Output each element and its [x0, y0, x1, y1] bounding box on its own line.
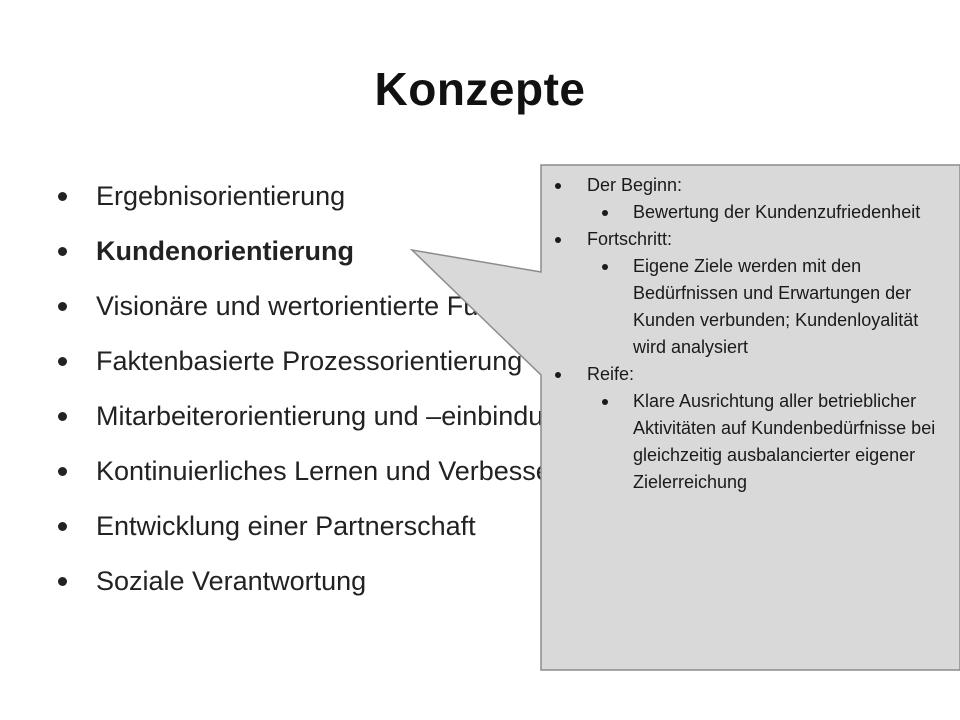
- slide-title: Konzepte: [374, 63, 586, 115]
- bullet-icon: [58, 467, 67, 476]
- bullet-icon: [58, 302, 67, 311]
- list-item-label: Kundenorientierung: [96, 236, 354, 266]
- callout-box: Der Beginn: Bewertung der Kundenzufriede…: [543, 172, 953, 662]
- stage-label: Reife:: [587, 364, 635, 384]
- list-item: Faktenbasierte Prozessorientierung: [58, 341, 605, 396]
- list-item-label: Entwicklung einer Partnerschaft: [96, 511, 476, 541]
- stage-detail-text: Klare Ausrichtung aller betrieblicher Ak…: [633, 391, 936, 492]
- bullet-icon: [58, 522, 67, 531]
- callout-stage-maturity: Reife:: [543, 361, 953, 388]
- bullet-icon: [58, 247, 67, 256]
- bullet-icon: [58, 577, 67, 586]
- stage-detail-text: Bewertung der Kundenzufriedenheit: [633, 202, 921, 222]
- callout-bubble: [409, 164, 960, 671]
- bullet-icon: [555, 183, 561, 189]
- callout-stage-detail: Klare Ausrichtung aller betrieblicher Ak…: [543, 388, 953, 496]
- bullet-icon: [58, 412, 67, 421]
- bullet-icon: [58, 192, 67, 201]
- bullet-icon: [58, 357, 67, 366]
- stage-label: Fortschritt:: [587, 229, 673, 249]
- list-item-label: Ergebnisorientierung: [96, 181, 346, 211]
- list-item-label: Soziale Verantwortung: [96, 566, 367, 596]
- list-item: Kontinuierliches Lernen und Verbesserung: [58, 451, 605, 506]
- list-item-label: Faktenbasierte Prozessorientierung: [96, 346, 523, 376]
- bullet-icon: [602, 399, 608, 405]
- bullet-icon: [602, 264, 608, 270]
- callout-stage-detail: Eigene Ziele werden mit den Bedürfnissen…: [543, 253, 953, 361]
- bullet-icon: [602, 210, 608, 216]
- list-item-label: Kontinuierliches Lernen und Verbesserung: [96, 456, 605, 486]
- stage-detail-text: Eigene Ziele werden mit den Bedürfnissen…: [633, 256, 919, 357]
- bullet-icon: [555, 237, 561, 243]
- bullet-icon: [555, 372, 561, 378]
- callout-stage-detail: Bewertung der Kundenzufriedenheit: [543, 199, 953, 226]
- list-item: Mitarbeiterorientierung und –einbindung: [58, 396, 605, 451]
- list-item: Soziale Verantwortung: [58, 561, 605, 616]
- stage-label: Der Beginn:: [587, 175, 683, 195]
- list-item-label: Mitarbeiterorientierung und –einbindung: [96, 401, 574, 431]
- list-item: Ergebnisorientierung: [58, 176, 605, 231]
- list-item: Entwicklung einer Partnerschaft: [58, 506, 605, 561]
- callout-stage-progress: Fortschritt:: [543, 226, 953, 253]
- callout-stage-beginning: Der Beginn:: [543, 172, 953, 199]
- list-item-highlighted: Kundenorientierung: [58, 231, 605, 286]
